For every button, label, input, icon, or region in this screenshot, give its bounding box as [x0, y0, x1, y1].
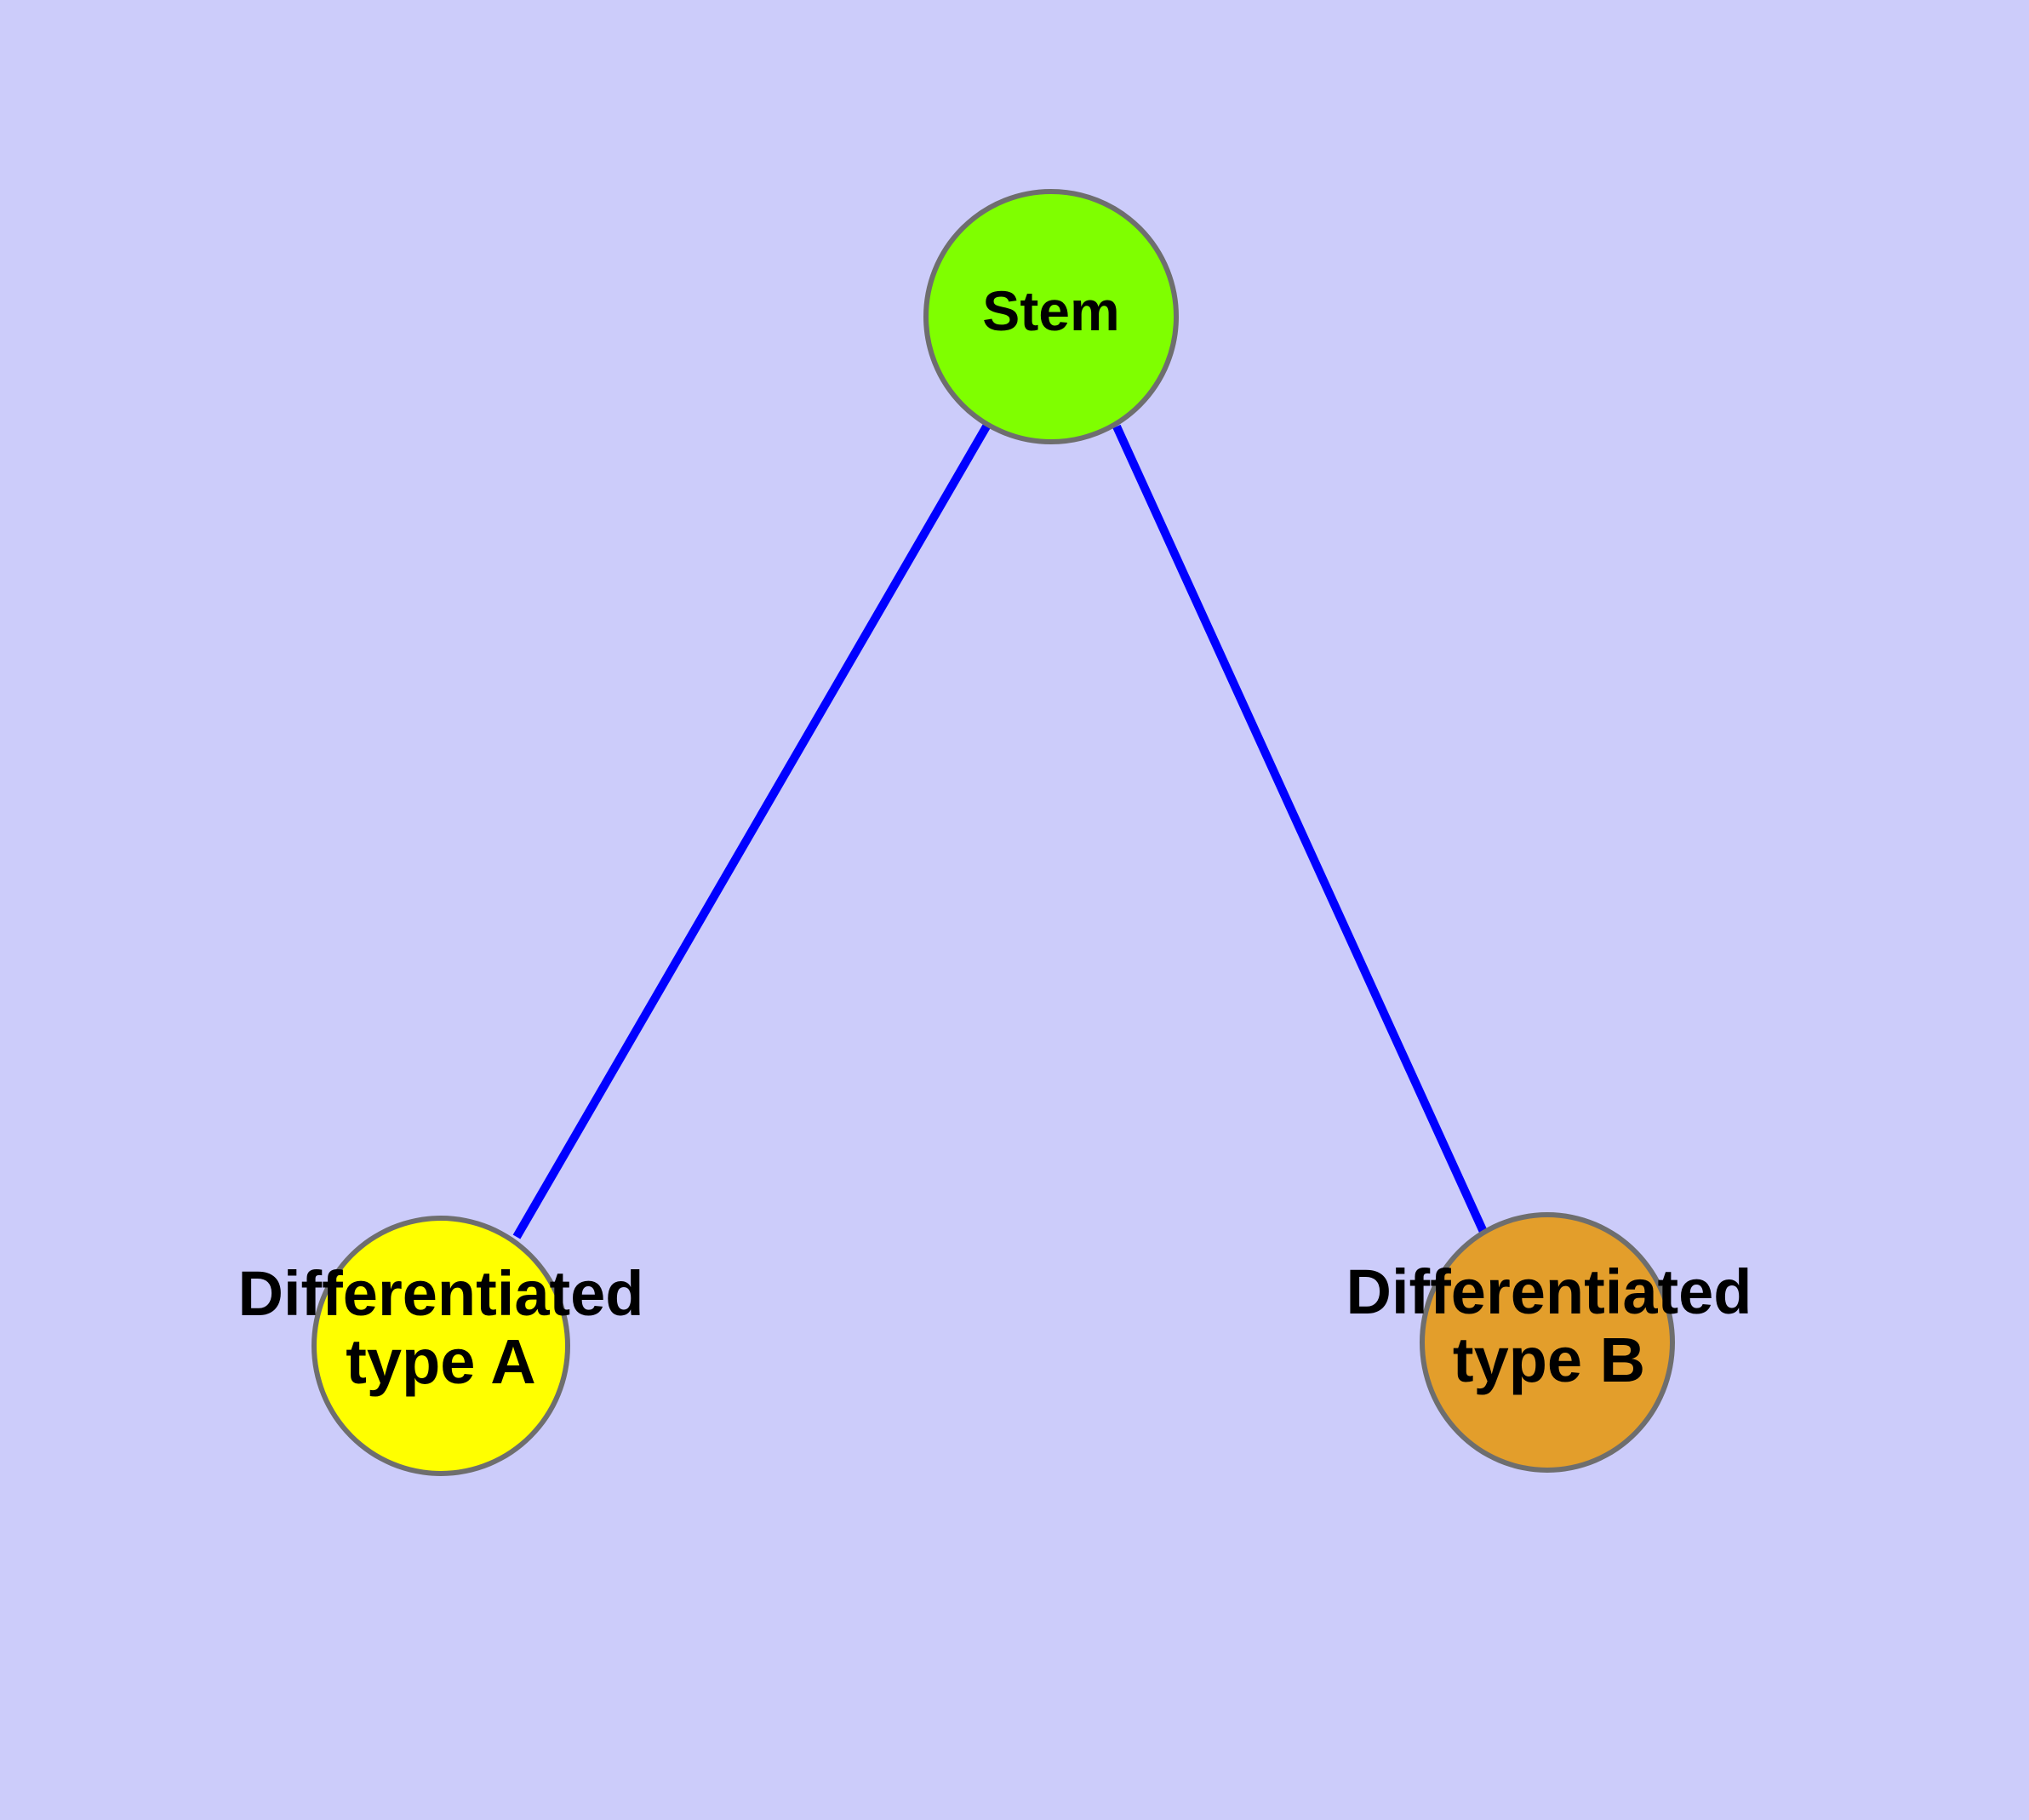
node-differentiated-type-b[interactable]	[1420, 1212, 1675, 1473]
edge-stem-to-differentiated-type-a	[512, 424, 991, 1239]
node-differentiated-type-a[interactable]	[311, 1216, 570, 1476]
node-stem[interactable]	[923, 189, 1179, 444]
edge-stem-to-differentiated-type-b	[1112, 424, 1488, 1234]
